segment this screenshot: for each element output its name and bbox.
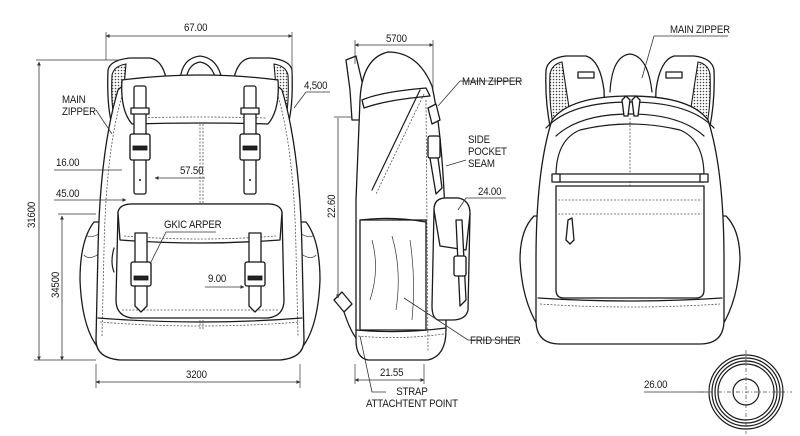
leader-side-main-zipper [437, 80, 522, 107]
dim-front-pocket-height: 34500 [50, 271, 62, 298]
left-upper-strap [129, 85, 151, 195]
right-upper-strap [239, 85, 261, 195]
back-lower-pocket [555, 185, 705, 299]
dim-front-overall-height: 31600 [26, 201, 38, 228]
dim-side-base-depth: 21.55 [380, 367, 404, 379]
dim-front-strap-spacing: 57.50 [180, 165, 204, 177]
main-zipper-pull-icon [621, 95, 631, 117]
back-zip-band [555, 173, 705, 183]
leader-fabric [403, 297, 520, 341]
leader-front-pocket [149, 231, 216, 265]
right-pocket-strap [244, 232, 266, 313]
label-side-main-zipper: MAIN ZIPPER [462, 76, 522, 88]
dim-front-base-width: 3200 [186, 369, 207, 381]
front-view [34, 32, 330, 388]
dim-side-height: 22.60 [326, 194, 338, 218]
front-pocket-flap [117, 203, 283, 244]
dim-side-pocket: 24.00 [478, 186, 502, 198]
top-handle-inner [185, 61, 217, 81]
back-top-handle [609, 53, 653, 93]
left-pocket-buckle-icon [130, 261, 152, 287]
detail-circle [644, 350, 792, 434]
dim-front-width: 67.00 [184, 22, 208, 34]
label-side-fabric: FRID SHER [470, 335, 521, 347]
side-pocket-flap [433, 197, 471, 251]
leader-side-pocket [457, 197, 506, 211]
side-mesh-pocket [359, 219, 427, 331]
label-side-pocket-seam: SIDE POCKET SEAM [468, 134, 507, 170]
side-zipper-buckle-icon [427, 135, 441, 159]
strap-attachment-tab [333, 291, 353, 313]
back-pocket-zipper-pull-icon [565, 217, 575, 245]
right-pocket-buckle-icon [244, 261, 266, 287]
top-handle [179, 55, 223, 81]
dim-front-buckle-offset: 9.00 [208, 273, 227, 285]
label-front-main-zipper: MAIN ZIPPER [62, 94, 96, 118]
dim-front-strap-offset: 4,500 [304, 80, 328, 92]
dim-front-16: 16.00 [56, 157, 80, 169]
pocket-zipper-pull [111, 247, 115, 273]
label-back-main-zipper: MAIN ZIPPER [670, 24, 730, 36]
side-pocket-buckle-icon [453, 255, 467, 277]
dim-detail-diameter: 26.00 [644, 379, 668, 391]
side-zipper-band [361, 87, 431, 109]
leader-strap-attachment [359, 335, 386, 393]
leader-side-pocket-seam [445, 159, 467, 167]
leader-back-main-zipper [641, 35, 728, 79]
leader-strap-offset [293, 91, 330, 109]
label-strap-attachment-point: STRAP ATTACHTENT POINT [366, 386, 458, 410]
label-front-pocket: GKIC ARPER [164, 219, 222, 231]
leader-main-zipper [95, 109, 113, 135]
left-pocket-strap [130, 232, 152, 313]
dim-front-45: 45.00 [56, 188, 80, 200]
front-top-flap [121, 74, 279, 125]
dim-side-depth: 5700 [386, 33, 407, 45]
side-view [333, 40, 522, 393]
back-view [519, 35, 741, 345]
